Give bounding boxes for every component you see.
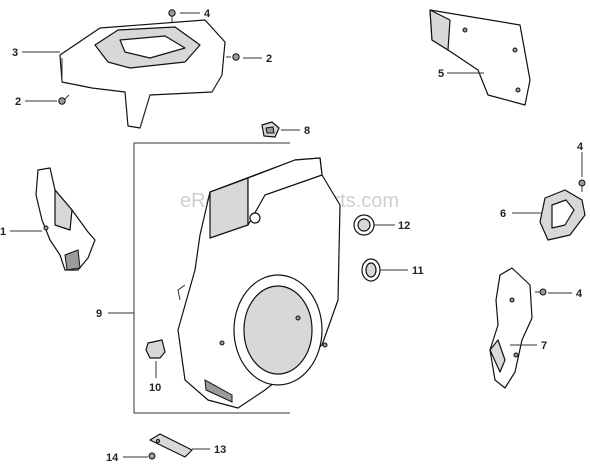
callout-2-left: 2	[15, 96, 21, 108]
callout-8: 8	[304, 125, 310, 137]
screw-2-right[interactable]	[226, 53, 240, 61]
callout-6: 6	[500, 208, 506, 220]
part-1-side-baffle[interactable]	[35, 167, 96, 271]
part-5-shield-plate[interactable]	[429, 9, 531, 106]
screw-4-top[interactable]	[168, 9, 176, 22]
callout-10: 10	[149, 382, 161, 394]
screw-4-bracket[interactable]	[535, 288, 547, 296]
callout-3: 3	[12, 47, 18, 59]
screw-14[interactable]	[148, 452, 156, 460]
callout-11: 11	[412, 265, 424, 277]
callout-13: 13	[214, 444, 226, 456]
callout-2-right: 2	[266, 53, 272, 65]
screw-4-cover[interactable]	[578, 179, 586, 192]
callout-12: 12	[398, 220, 410, 232]
callout-4-top: 4	[204, 8, 211, 20]
callout-5: 5	[438, 68, 444, 80]
screw-2-left[interactable]	[58, 94, 70, 105]
part-7-lower-bracket[interactable]	[489, 267, 533, 389]
callout-1: 1	[0, 226, 6, 238]
part-13-gasket-plate[interactable]	[149, 433, 193, 458]
part-3-top-shroud[interactable]	[59, 19, 226, 129]
assembly-bracket	[133, 142, 290, 414]
part-10-seal[interactable]	[145, 339, 166, 359]
part-8-clip[interactable]	[261, 121, 280, 138]
part-9-blower-housing[interactable]	[177, 157, 341, 409]
callout-7: 7	[541, 340, 547, 352]
callout-4-cover: 4	[577, 141, 584, 153]
part-6-cover[interactable]	[539, 189, 586, 241]
callout-14: 14	[106, 452, 119, 464]
callout-4-bracket: 4	[576, 288, 583, 300]
part-12-grommet[interactable]	[353, 214, 375, 236]
part-11-grommet[interactable]	[361, 258, 381, 282]
callout-9: 9	[96, 308, 102, 320]
